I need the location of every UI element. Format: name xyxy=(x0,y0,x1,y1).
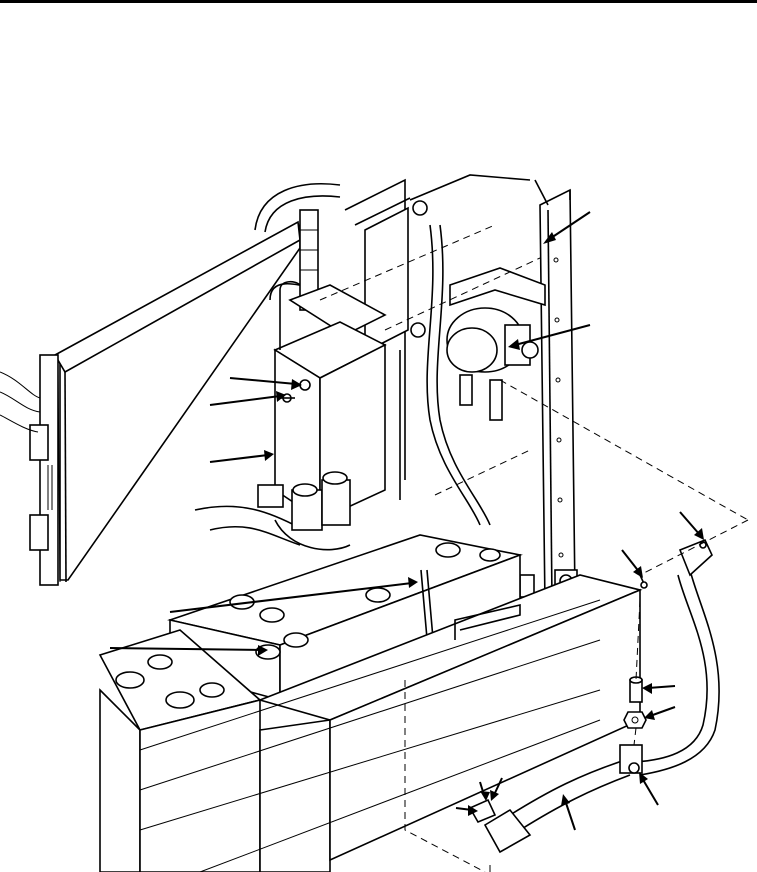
battery-box xyxy=(139,574,643,872)
header-rule xyxy=(0,0,757,3)
reservoir-canister xyxy=(257,209,387,551)
loose-hardware xyxy=(623,574,648,729)
vertical-mounting-bracket xyxy=(519,179,578,607)
battery-cable xyxy=(468,538,720,854)
assembly-dashed-lines xyxy=(319,224,749,872)
coolant-hoses xyxy=(194,183,341,546)
condenser-radiator xyxy=(0,220,301,586)
round-valve-assembly xyxy=(446,267,546,421)
callout-arrows xyxy=(109,211,704,831)
